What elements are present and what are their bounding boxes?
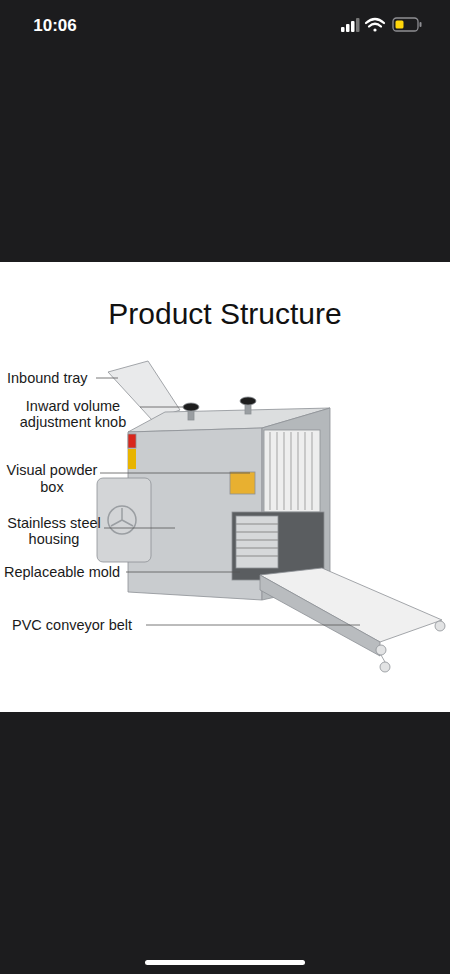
part-label: Visual powder box: [0, 462, 104, 496]
signal-icon: [341, 18, 360, 32]
conveyor-rail: [260, 575, 380, 656]
replaceable-mold: [236, 516, 278, 568]
diagram-title: Product Structure: [0, 296, 450, 332]
belt-leg: [381, 655, 385, 662]
warning-sticker: [230, 472, 255, 494]
part-label: Inbound tray: [7, 370, 102, 386]
status-time: 10:06: [24, 16, 86, 36]
part-label: Inward volume adjustment knob: [4, 398, 142, 430]
belt-roller: [376, 645, 386, 655]
belt-foot: [380, 662, 390, 672]
motor-cover: [97, 478, 151, 562]
leader-lines: [96, 378, 360, 625]
battery-icon: [393, 18, 422, 31]
part-label: Stainless steel housing: [0, 515, 108, 547]
home-indicator: [145, 960, 305, 965]
part-label: PVC conveyor belt: [12, 617, 152, 633]
mold-grooves: [236, 524, 278, 556]
knob-cap: [240, 397, 256, 405]
roller-grooves: [270, 432, 312, 510]
knob-cap: [183, 403, 199, 411]
fan-symbol: [108, 506, 136, 534]
machine: [97, 361, 445, 672]
power-switch: [128, 434, 136, 448]
part-label: Replaceable mold: [4, 564, 134, 580]
wifi-icon: [366, 19, 384, 32]
belt-roller: [435, 621, 445, 631]
fan-blades: [111, 508, 133, 526]
indicator-strip: [128, 449, 136, 469]
roller-window: [264, 430, 320, 512]
